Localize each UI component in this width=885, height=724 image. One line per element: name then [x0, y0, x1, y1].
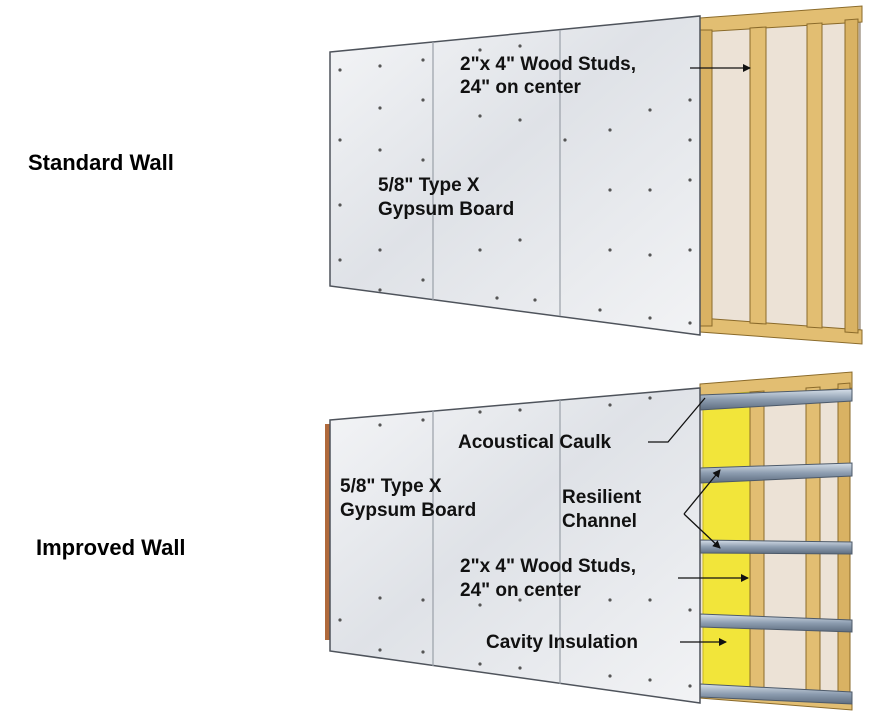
standard-stud-frame	[699, 5, 863, 345]
channel-leader-upper	[683, 469, 721, 515]
standard-wall-title: Standard Wall	[28, 150, 174, 175]
channel-label-line2: Channel	[562, 511, 637, 532]
improved-studs-label-line1: 2"x 4" Wood Studs,	[460, 556, 636, 577]
acoustical-caulk-label: Acoustical Caulk	[458, 432, 612, 453]
improved-board-label-line2: Gypsum Board	[340, 500, 476, 521]
standard-studs-label-line2: 24" on center	[460, 77, 582, 98]
standard-screw-dots	[338, 44, 692, 325]
improved-wall: Acoustical Caulk 5/8" Type X Gypsum Boar…	[325, 371, 853, 711]
standard-wall: 2"x 4" Wood Studs, 24" on center 5/8" Ty…	[329, 5, 863, 345]
improved-board-label-line1: 5/8" Type X	[340, 476, 442, 497]
improved-gypsum-board	[329, 387, 701, 704]
improved-screw-dots	[338, 396, 692, 688]
improved-wall-title: Improved Wall	[36, 535, 186, 560]
standard-gypsum-board	[329, 15, 701, 336]
caulk-leader	[648, 397, 706, 443]
cavity-insulation-label: Cavity Insulation	[486, 632, 638, 653]
standard-studs-label-line1: 2"x 4" Wood Studs,	[460, 54, 636, 75]
standard-board-label-line2: Gypsum Board	[378, 199, 514, 220]
channel-leader-lower	[683, 513, 721, 549]
channel-label-line1: Resilient	[562, 487, 642, 508]
improved-studs-label-line2: 24" on center	[460, 580, 582, 601]
standard-board-label-line1: 5/8" Type X	[378, 175, 480, 196]
